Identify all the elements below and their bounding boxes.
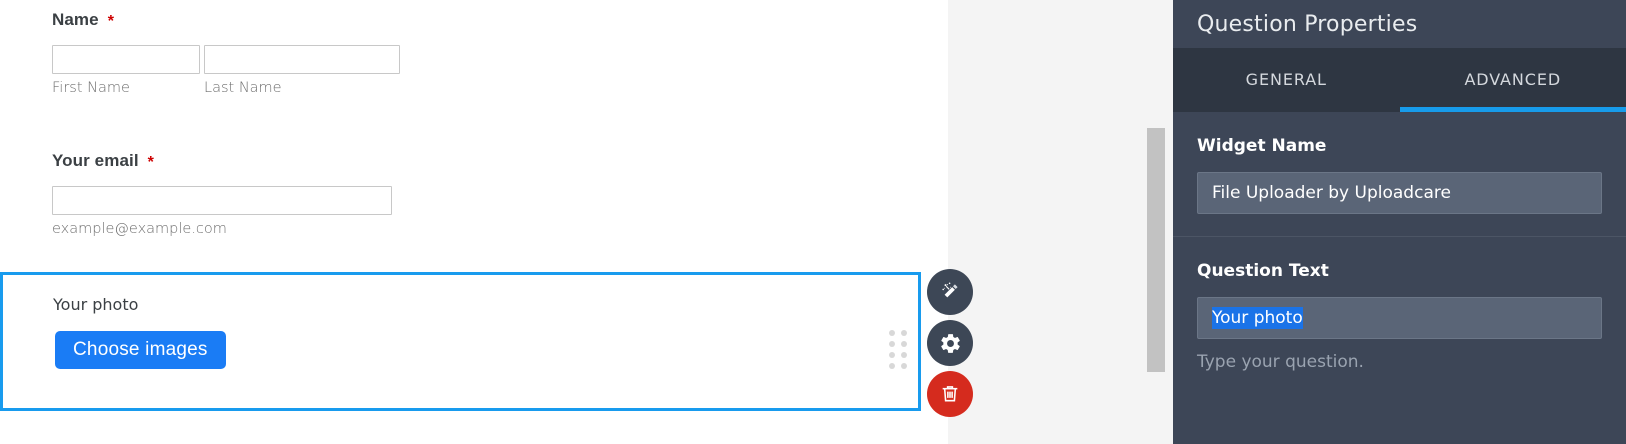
first-name-sublabel: First Name: [52, 80, 130, 96]
photo-label: Your photo: [53, 295, 139, 314]
email-sublabel: example@example.com: [52, 221, 227, 237]
question-text-input[interactable]: Your photo: [1197, 297, 1602, 339]
settings-button[interactable]: [927, 320, 973, 366]
delete-button[interactable]: [927, 371, 973, 417]
canvas-gutter: [948, 0, 1173, 444]
field-name: Name * First Name Last Name: [52, 10, 400, 96]
name-required-marker: *: [107, 13, 114, 30]
widget-name-label: Widget Name: [1197, 136, 1327, 156]
drag-dots-icon[interactable]: [889, 330, 913, 374]
canvas-scrollbar-thumb[interactable]: [1147, 128, 1165, 372]
field-email: Your email * example@example.com: [52, 151, 392, 237]
email-required-marker: *: [147, 154, 154, 171]
tab-advanced[interactable]: ADVANCED: [1399, 48, 1626, 112]
group-question-text: Question Text Your photo Type your quest…: [1173, 236, 1626, 394]
last-name-input[interactable]: [204, 45, 400, 74]
drag-dot: [901, 330, 907, 336]
drag-dot: [901, 341, 907, 347]
drag-dot: [901, 363, 907, 369]
trash-icon: [939, 383, 961, 405]
email-label: Your email: [52, 151, 139, 170]
name-label-row: Name *: [52, 10, 400, 30]
magic-wand-icon: [938, 280, 962, 304]
name-label: Name: [52, 10, 99, 29]
form-preview-canvas: Name * First Name Last Name Your email * e…: [0, 0, 948, 444]
name-sublabels: First Name Last Name: [52, 80, 400, 96]
choose-images-button[interactable]: Choose images: [55, 331, 226, 369]
gear-icon: [939, 332, 962, 355]
drag-dot: [889, 352, 895, 358]
group-widget-name: Widget Name File Uploader by Uploadcare: [1173, 112, 1626, 236]
question-properties-panel: Question Properties GENERAL ADVANCED Wid…: [1173, 0, 1626, 444]
question-text-hint: Type your question.: [1197, 352, 1364, 372]
drag-dot: [889, 363, 895, 369]
panel-header: Question Properties: [1173, 0, 1626, 48]
panel-tabs: GENERAL ADVANCED: [1173, 48, 1626, 112]
panel-body: Widget Name File Uploader by Uploadcare …: [1173, 112, 1626, 394]
last-name-sublabel: Last Name: [204, 80, 282, 96]
field-photo-uploader-selected[interactable]: Your photo Choose images: [0, 272, 921, 411]
question-text-value: Your photo: [1212, 307, 1303, 329]
question-text-label: Question Text: [1197, 261, 1329, 281]
tab-general[interactable]: GENERAL: [1245, 69, 1327, 89]
magic-wand-button[interactable]: [927, 269, 973, 315]
email-input[interactable]: [52, 186, 392, 215]
drag-dot: [901, 352, 907, 358]
email-label-row: Your email *: [52, 151, 392, 171]
panel-title: Question Properties: [1197, 11, 1418, 37]
first-name-input[interactable]: [52, 45, 200, 74]
widget-name-value: File Uploader by Uploadcare: [1212, 183, 1451, 203]
name-inputs: [52, 45, 400, 74]
drag-dot: [889, 330, 895, 336]
drag-dot: [889, 341, 895, 347]
widget-name-input[interactable]: File Uploader by Uploadcare: [1197, 172, 1602, 214]
